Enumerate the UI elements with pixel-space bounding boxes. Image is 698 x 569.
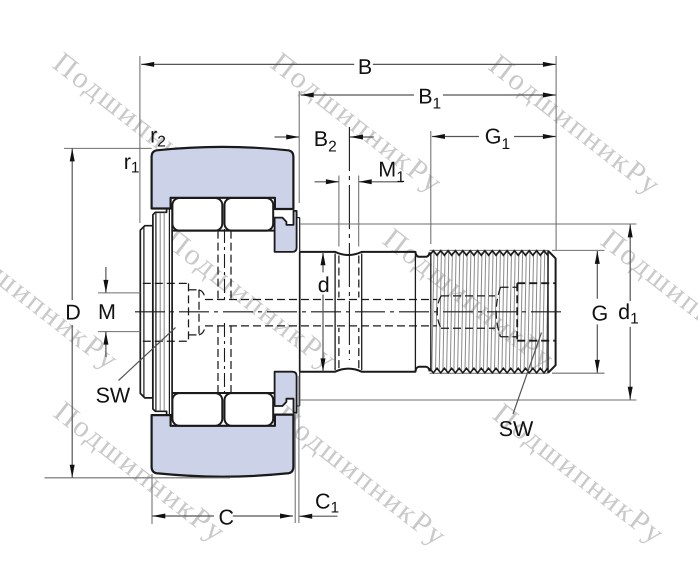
- dimension-arrowhead: [627, 224, 633, 238]
- dimension-label-B: B: [358, 55, 372, 79]
- dimension-label-d1: d1: [618, 300, 639, 327]
- duct-b-cap: [436, 295, 442, 329]
- dimension-label-D: D: [65, 301, 81, 325]
- dimension-arrowhead: [69, 148, 75, 162]
- roller-top-left: [171, 197, 224, 232]
- dimension-arrowhead: [141, 61, 155, 67]
- dimension-label-r1: r1: [124, 150, 140, 177]
- thread-crest-top: [428, 249, 549, 257]
- thread-flank-line: [475, 252, 479, 372]
- dimension-arrowhead: [69, 464, 75, 478]
- sw-left-leader: [118, 327, 176, 381]
- dimension-arrowhead: [103, 279, 109, 293]
- m-hole-cone: [198, 325, 206, 336]
- dimension-arrowhead: [286, 134, 300, 140]
- dimension-label-C1: C1: [315, 490, 339, 517]
- dimension-label-G: G: [592, 302, 609, 326]
- bearing-cross-section: [139, 145, 557, 478]
- outer-ring-top-section: [150, 145, 295, 211]
- socket-cone-arc: [495, 287, 502, 337]
- dimension-arrowhead: [320, 252, 326, 266]
- thread-flank-line: [471, 252, 476, 372]
- dimension-arrowhead: [542, 92, 556, 98]
- dimension-arrowhead: [280, 513, 293, 519]
- dimension-arrowhead: [299, 513, 313, 519]
- dimension-arrowhead: [431, 134, 445, 139]
- roller-bottom-left: [171, 392, 224, 427]
- thread-flank-line: [527, 252, 531, 372]
- watermark-text: ПодшипникРу: [269, 399, 454, 554]
- dimension-arrowhead: [594, 359, 600, 373]
- right-side-plate-top: [273, 210, 298, 253]
- dimension-arrowhead: [300, 92, 314, 98]
- dimension-label-SW_right: SW: [499, 417, 534, 441]
- thread-flank-line: [431, 252, 435, 372]
- dimension-arrowhead: [103, 331, 109, 345]
- dimension-arrowhead: [152, 513, 166, 519]
- dimension-label-r2: r2: [150, 124, 166, 151]
- dimension-label-M: M: [98, 300, 116, 324]
- stud-bottom-silhouette: [299, 365, 431, 373]
- thread-crest-bottom: [428, 367, 549, 375]
- dimension-arrowhead: [320, 358, 326, 372]
- outer-ring-bottom-section: [150, 413, 295, 478]
- dimension-arrowhead: [627, 386, 633, 400]
- dimension-label-G1: G1: [485, 125, 510, 153]
- dimension-label-C: C: [219, 505, 235, 529]
- watermark-text: ПодшипникРу: [159, 223, 344, 378]
- dimension-layer: [44, 56, 637, 524]
- stud-top-silhouette: [299, 250, 431, 258]
- roller-top-right: [223, 197, 275, 232]
- dimension-arrowhead: [542, 134, 556, 139]
- dimension-label-M1: M1: [378, 158, 405, 186]
- dimension-arrowhead: [594, 250, 600, 264]
- right-side-plate-bottom: [273, 370, 298, 414]
- dimension-label-SW_left: SW: [96, 384, 131, 408]
- roller-bottom-right: [223, 392, 275, 427]
- dimension-label-d: d: [318, 273, 330, 297]
- dimension-arrowhead: [350, 134, 363, 140]
- thread-flank-line: [519, 252, 524, 372]
- m-hole-cone: [198, 289, 206, 300]
- thread-flank-line: [438, 252, 442, 372]
- watermark-text: ПодшипникРу: [483, 48, 668, 203]
- dimension-label-B1: B1: [418, 84, 441, 112]
- dimension-arrowhead: [358, 179, 372, 185]
- thread-flank-line: [483, 252, 487, 372]
- dimension-label-B2: B2: [314, 127, 337, 155]
- hidden-internal-features: [135, 127, 565, 395]
- sw-right-leader: [512, 332, 543, 415]
- watermark-text: ПодшипникРу: [595, 223, 698, 378]
- dimension-arrowhead: [542, 61, 556, 67]
- dimension-arrowhead: [325, 179, 339, 185]
